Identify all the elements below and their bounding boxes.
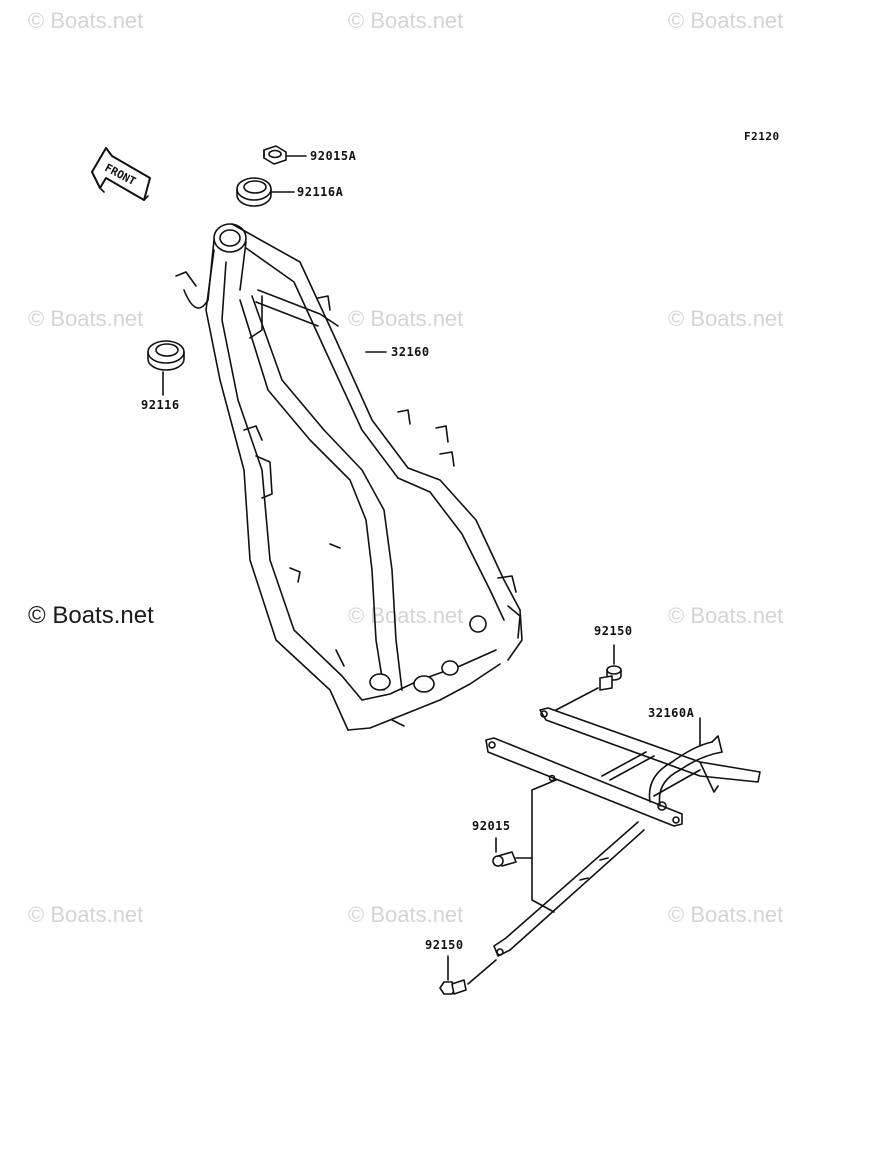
callout-92116A[interactable]: 92116A (297, 185, 344, 199)
callout-92015A[interactable]: 92015A (310, 149, 357, 163)
watermark: © Boats.net (668, 8, 784, 33)
bushing-icon (236, 177, 272, 207)
callout-32160[interactable]: 32160 (391, 345, 430, 359)
bolt-icon (439, 979, 467, 995)
callout-92150-upper[interactable]: 92150 (594, 624, 633, 638)
front-arrow-icon (91, 147, 151, 201)
watermark: © Boats.net (348, 902, 464, 927)
watermark: © Boats.net (348, 8, 464, 33)
main-frame-drawing (175, 223, 523, 731)
watermark: © Boats.net (28, 902, 144, 927)
callout-92150-lower[interactable]: 92150 (425, 938, 464, 952)
watermark: © Boats.net (668, 902, 784, 927)
callout-32160A[interactable]: 32160A (648, 706, 695, 720)
bolt-icon (599, 665, 622, 691)
watermark: © Boats.net (348, 306, 464, 331)
subframe-drawing (485, 707, 761, 957)
watermark: © Boats.net (668, 603, 784, 628)
watermark: © Boats.net (28, 8, 144, 33)
watermark: © Boats.net (348, 603, 464, 628)
callout-92015[interactable]: 92015 (472, 819, 511, 833)
nut-icon (263, 145, 287, 165)
watermark: © Boats.net (668, 306, 784, 331)
watermark: © Boats.net (28, 306, 144, 331)
watermark-dark: © Boats.net (28, 602, 154, 629)
figure-code: F2120 (744, 130, 780, 143)
bushing-icon (147, 340, 185, 371)
collar-icon (492, 851, 517, 867)
callout-92116[interactable]: 92116 (141, 398, 180, 412)
